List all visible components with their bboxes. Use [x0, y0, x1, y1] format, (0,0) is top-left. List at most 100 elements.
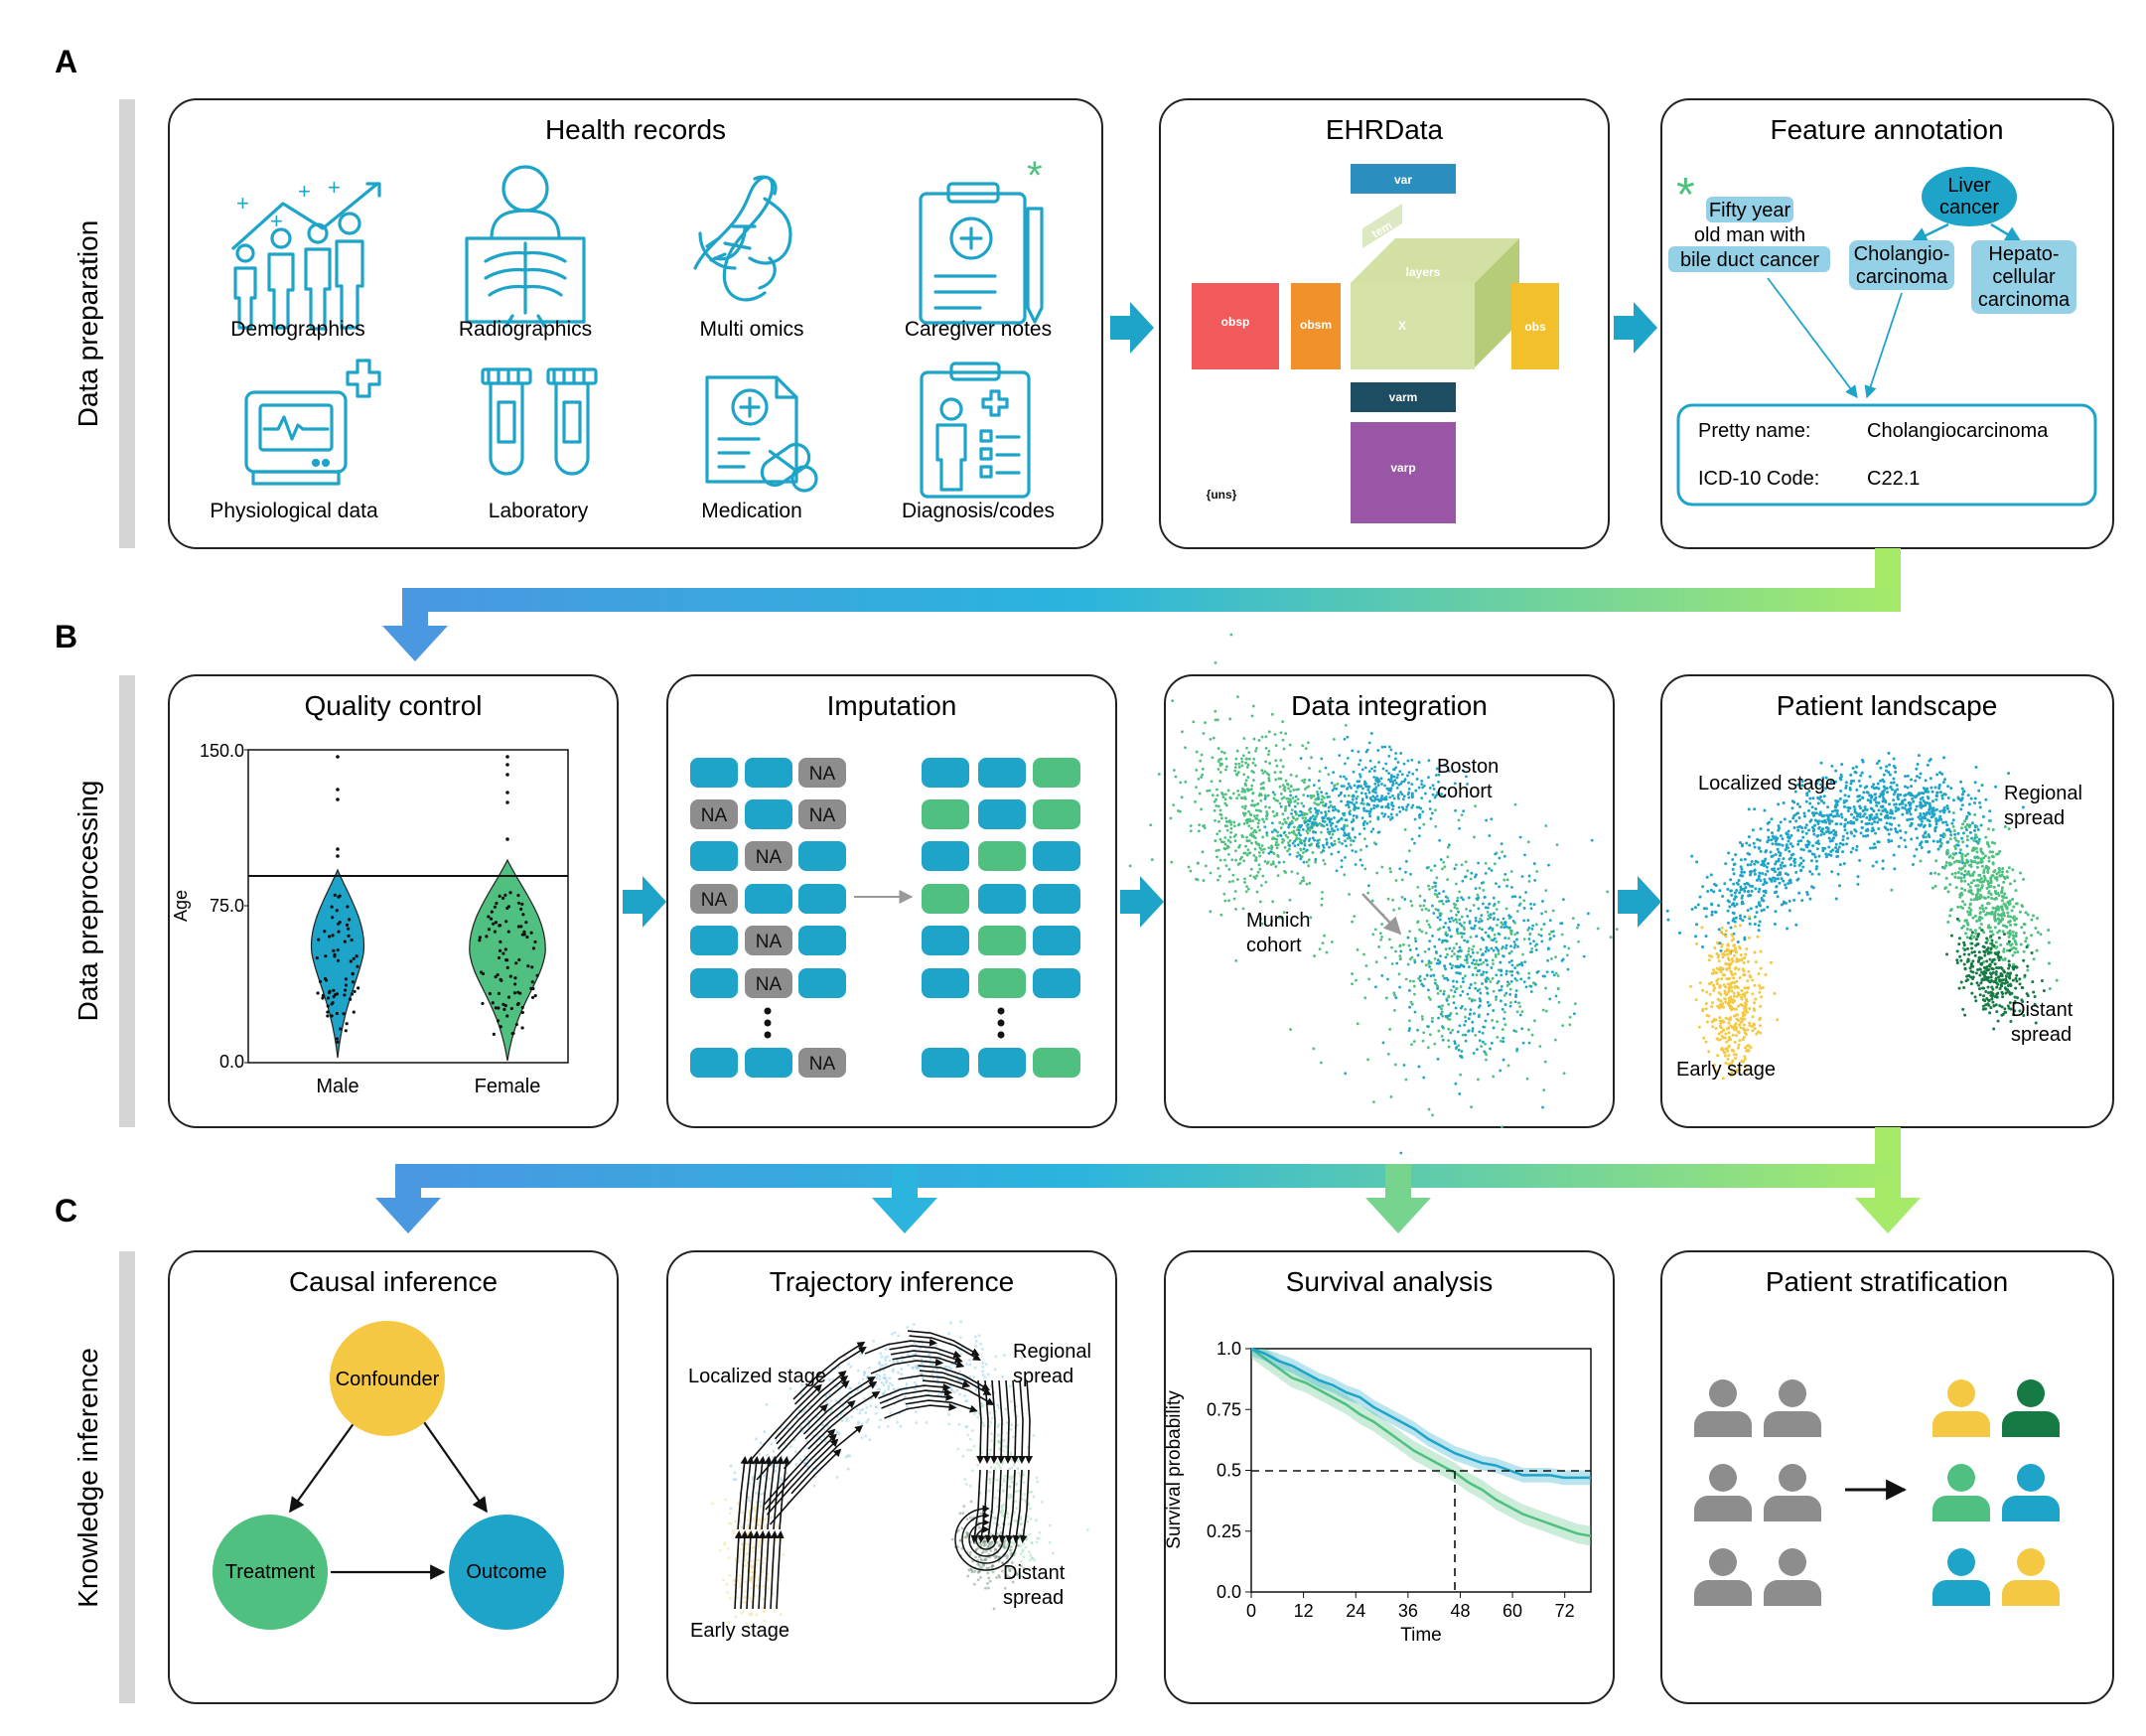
- diagnosis-icon: [920, 362, 1031, 499]
- landscape-localized-point: [1769, 850, 1773, 854]
- landscape-localized-point: [1919, 817, 1923, 821]
- qc-point-female: [494, 974, 498, 979]
- landscape-regional-point: [1969, 891, 1973, 895]
- boston-point: [1340, 816, 1344, 820]
- landscape-distant-point: [1992, 1004, 1996, 1008]
- landscape-regional-point: [1977, 839, 1981, 843]
- ehrdata-title: EHRData: [1326, 114, 1444, 145]
- integrated-point: [1426, 1046, 1430, 1050]
- landscape-localized-point: [1860, 758, 1864, 762]
- integrated-point: [1490, 869, 1494, 872]
- landscape-localized-point: [1879, 779, 1883, 783]
- trajectory-localized-point: [904, 1394, 907, 1398]
- landscape-localized-point: [1872, 783, 1876, 787]
- trajectory-localized-point: [874, 1383, 878, 1387]
- boston-point: [1352, 794, 1356, 797]
- x-label: X: [1398, 319, 1406, 333]
- munich-point: [1350, 838, 1353, 842]
- landscape-localized-point: [1763, 808, 1767, 812]
- caregiver-notes-label: Caregiver notes: [905, 318, 1052, 341]
- landscape-localized-point: [1804, 823, 1808, 827]
- munich-point: [1273, 793, 1277, 796]
- munich-point: [1266, 860, 1270, 864]
- boston-point: [1321, 843, 1325, 847]
- qc-point-male: [336, 947, 340, 952]
- trajectory-localized-point: [806, 1424, 810, 1428]
- munich-point: [1264, 880, 1268, 884]
- landscape-distant-point: [1980, 929, 1984, 933]
- icd10-value: C22.1: [1867, 468, 1920, 490]
- qc-outlier: [505, 763, 509, 767]
- integrated-point: [1488, 834, 1492, 837]
- boston-point: [1402, 780, 1406, 784]
- landscape-localized-point: [1777, 857, 1781, 861]
- landscape-early-point: [1737, 1004, 1741, 1008]
- boston-point: [1411, 803, 1415, 807]
- munich-point: [1216, 718, 1219, 722]
- integrated-point: [1615, 928, 1619, 932]
- landscape-distant-point: [1971, 964, 1975, 968]
- trajectory-localized-point: [763, 1430, 767, 1434]
- integrated-point: [1560, 933, 1564, 937]
- landscape-localized-point: [1843, 824, 1847, 828]
- integrated-point: [1582, 954, 1586, 958]
- trajectory-localized-point: [794, 1463, 798, 1466]
- qc-point-female: [501, 1002, 505, 1006]
- integrated-point: [1469, 877, 1473, 881]
- landscape-localized-point: [1904, 775, 1908, 779]
- munich-point: [1244, 757, 1248, 761]
- integrated-point: [1522, 919, 1526, 923]
- munich-point: [1216, 855, 1218, 859]
- munich-point: [1189, 824, 1193, 827]
- landscape-localized-point: [1706, 889, 1710, 893]
- landscape-localized-point: [1909, 824, 1913, 828]
- landscape-distant-point: [1998, 1004, 2002, 1008]
- landscape-distant-point: [1962, 986, 1966, 990]
- landscape-localized-point: [1690, 907, 1694, 911]
- integrated-point: [1484, 862, 1488, 865]
- munich-point: [1250, 770, 1254, 773]
- landscape-regional-point: [1995, 872, 1999, 876]
- landscape-distant-point: [1984, 940, 1988, 944]
- landscape-localized-point: [1743, 938, 1747, 941]
- integrated-point: [1491, 976, 1495, 980]
- landscape-regional-point: [1933, 884, 1937, 888]
- landscape-distant-point: [1987, 1003, 1991, 1007]
- integrated-point: [1476, 1048, 1479, 1051]
- integrated-point: [1478, 987, 1482, 991]
- qc-scatter-points: [315, 755, 539, 1044]
- integrated-point: [1488, 927, 1492, 931]
- landscape-regional-point: [1990, 874, 1994, 878]
- integrated-point: [1510, 963, 1514, 967]
- boston-point: [1359, 792, 1363, 795]
- munich-point: [1250, 803, 1254, 807]
- boston-point: [1373, 765, 1377, 769]
- boston-point: [1310, 825, 1314, 829]
- landscape-localized-point: [1779, 853, 1783, 857]
- landscape-regional-point: [1969, 934, 1973, 938]
- integrated-point: [1450, 954, 1454, 958]
- landscape-localized-point: [1813, 806, 1817, 810]
- munich-point: [1304, 816, 1308, 820]
- munich-point: [1296, 872, 1300, 875]
- boston-point: [1326, 816, 1330, 820]
- integrated-point: [1464, 1039, 1468, 1043]
- boston-point: [1358, 763, 1360, 767]
- landscape-localized-point: [1874, 831, 1878, 835]
- integrated-point: [1391, 898, 1395, 902]
- landscape-early-point: [1745, 990, 1749, 994]
- integrated-point: [1469, 1008, 1473, 1011]
- landscape-localized-point: [1835, 808, 1839, 812]
- landscape-regional-point: [1965, 834, 1969, 838]
- munich-point: [1189, 869, 1193, 873]
- integrated-point: [1438, 927, 1442, 931]
- landscape-early-point: [1722, 1051, 1726, 1055]
- dna-icon: [693, 175, 792, 302]
- integrated-point: [1575, 926, 1579, 930]
- qc-point-female: [481, 971, 486, 976]
- integrated-point: [1527, 938, 1531, 940]
- landscape-distant-point: [1990, 985, 1994, 989]
- landscape-localized-point: [1930, 815, 1933, 819]
- munich-point: [1245, 839, 1249, 842]
- landscape-localized-point: [1877, 800, 1881, 804]
